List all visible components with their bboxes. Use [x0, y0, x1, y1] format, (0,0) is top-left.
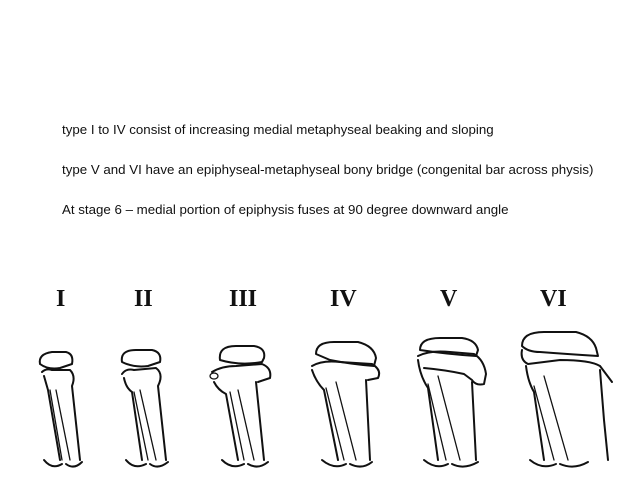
bone-stage-1	[38, 351, 83, 468]
bone-stage-4	[311, 341, 381, 468]
bone-stage-2	[120, 349, 169, 468]
bone-stage-6	[520, 331, 613, 468]
stage-label-5: V	[440, 286, 458, 312]
stage-label-1: I	[56, 286, 66, 312]
bone-stage-5	[417, 337, 487, 468]
type-v-vi-text: type V and VI have an epiphyseal-metaphy…	[62, 162, 594, 177]
bone-stage-3	[209, 345, 272, 468]
type-i-iv-text: type I to IV consist of increasing media…	[62, 122, 494, 137]
stages-diagram: I II III IV V VI	[0, 280, 638, 478]
text-block: type I to IV consist of increasing media…	[62, 120, 622, 240]
stage-6-text: At stage 6 – medial portion of epiphysis…	[62, 202, 509, 217]
stage-label-4: IV	[330, 286, 357, 312]
stage-label-3: III	[229, 286, 258, 312]
stage-label-2: II	[134, 286, 153, 312]
tibia-illustrations	[38, 331, 613, 468]
stage-label-6: VI	[540, 286, 567, 312]
